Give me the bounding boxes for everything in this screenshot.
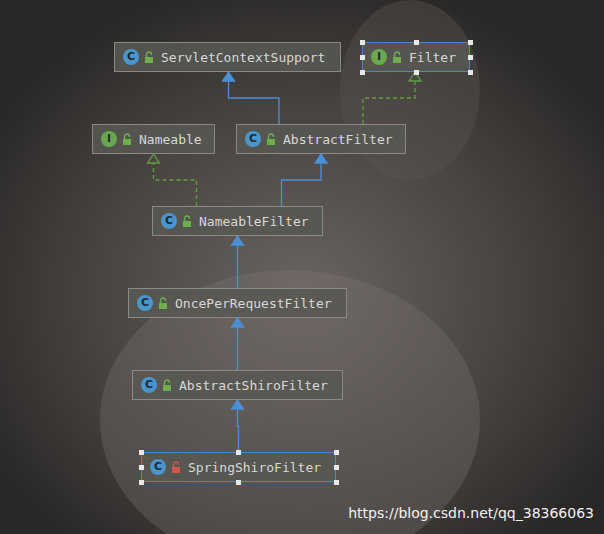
extends-connector — [232, 318, 244, 370]
class-name: Filter — [409, 50, 456, 65]
selection-handle — [414, 70, 419, 75]
class-name: NameableFilter — [199, 214, 309, 229]
selection-handle — [334, 480, 339, 485]
selection-handle — [468, 55, 473, 60]
class-box: I Nameable — [92, 124, 215, 154]
class-kind-icon: I — [101, 131, 117, 147]
selection-handle — [236, 450, 241, 455]
class-name: AbstractShiroFilter — [179, 378, 328, 393]
extends-connector — [282, 154, 328, 206]
visibility-lock-icon — [122, 133, 132, 145]
class-kind-icon: C — [141, 377, 157, 393]
connector-line — [154, 154, 197, 206]
selection-handle — [468, 40, 473, 45]
class-box: C ServletContextSupport — [114, 42, 341, 72]
visibility-lock-icon — [171, 461, 181, 473]
arrow-head — [232, 236, 244, 245]
extends-connector — [223, 72, 280, 124]
arrow-head — [148, 154, 160, 163]
class-kind-icon: C — [123, 49, 139, 65]
extends-connector — [232, 400, 244, 452]
class-kind-icon: I — [371, 49, 387, 65]
arrow-head — [232, 400, 244, 409]
visibility-lock-icon — [182, 215, 192, 227]
selection-handle — [360, 70, 365, 75]
class-name: ServletContextSupport — [161, 50, 325, 65]
selection-handle — [139, 480, 144, 485]
class-box: C AbstractShiroFilter — [132, 370, 343, 400]
class-kind-icon: C — [245, 131, 261, 147]
arrow-head — [223, 72, 235, 81]
selection-handle — [468, 70, 473, 75]
connector-line — [363, 72, 415, 124]
implements-connector — [363, 72, 421, 124]
class-name: Nameable — [139, 132, 202, 147]
selection-handle — [334, 450, 339, 455]
visibility-lock-icon — [266, 133, 276, 145]
class-kind-icon: C — [150, 459, 166, 475]
selection-handle — [360, 55, 365, 60]
selection-handle — [360, 40, 365, 45]
extends-connector — [232, 236, 244, 288]
selection-handle — [334, 465, 339, 470]
connector-line — [229, 72, 280, 124]
class-box: C SpringShiroFilter — [141, 452, 336, 482]
visibility-lock-icon — [158, 297, 168, 309]
class-kind-icon: C — [137, 295, 153, 311]
selection-handle — [139, 465, 144, 470]
class-name: OncePerRequestFilter — [175, 296, 332, 311]
arrow-head — [315, 154, 327, 163]
class-box: C AbstractFilter — [236, 124, 406, 154]
class-box: C NameableFilter — [152, 206, 323, 236]
class-box: I Filter — [362, 42, 470, 72]
selection-handle — [236, 480, 241, 485]
class-box: C OncePerRequestFilter — [128, 288, 347, 318]
implements-connector — [148, 154, 197, 206]
visibility-lock-icon — [392, 51, 402, 63]
watermark: https://blog.csdn.net/qq_38366063 — [348, 505, 594, 521]
selection-handle — [414, 40, 419, 45]
visibility-lock-icon — [144, 51, 154, 63]
class-name: SpringShiroFilter — [188, 460, 321, 475]
visibility-lock-icon — [162, 379, 172, 391]
class-kind-icon: C — [161, 213, 177, 229]
selection-handle — [139, 450, 144, 455]
class-name: AbstractFilter — [283, 132, 393, 147]
arrow-head — [232, 318, 244, 327]
